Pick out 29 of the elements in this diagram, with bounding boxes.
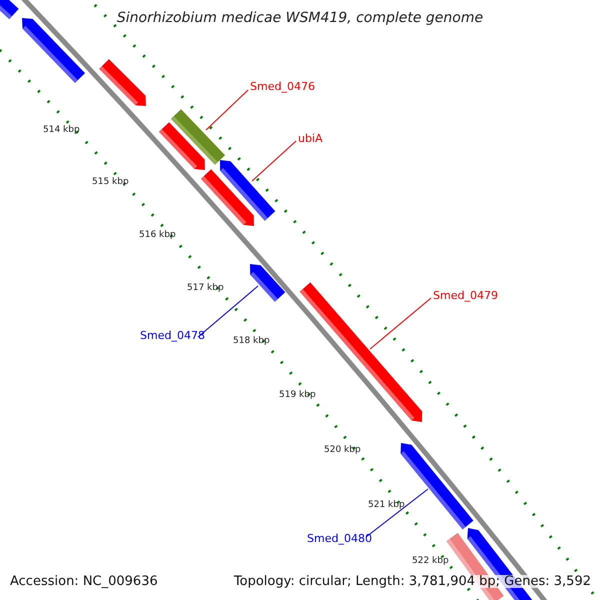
gene-block (250, 264, 286, 302)
leader-line (206, 90, 248, 130)
footer-text: Topology: circular; Length: 3,781,904 bp; Genes: 3,592 (234, 575, 591, 588)
scale-label: 519 kbp (279, 391, 316, 400)
scale-label: 514 kbp (43, 126, 80, 135)
gene-block (22, 18, 85, 83)
scale-label: 520 kbp (324, 446, 361, 455)
gene-label: ubiA (298, 133, 323, 144)
scale-label: 517 kbp (187, 284, 224, 293)
leader-line (198, 286, 258, 338)
gene-block (0, 0, 19, 20)
footer-text: Accession: NC_009636 (10, 575, 158, 588)
title: Sinorhizobium medicae WSM419, complete genome (116, 10, 484, 26)
scale-label: 516 kbp (139, 231, 176, 240)
gene-label: Smed_0478 (140, 330, 205, 341)
gene-label: Smed_0479 (433, 290, 498, 301)
scale-label: 515 kbp (92, 178, 129, 187)
scale-label: 518 kbp (233, 337, 270, 346)
leader-line (252, 140, 296, 182)
leader-line (370, 298, 432, 350)
scale-label: 521 kbp (368, 501, 405, 510)
gene-label: Smed_0476 (250, 81, 315, 92)
leader-line (366, 488, 428, 538)
gene-block (200, 169, 254, 226)
gene-block (99, 59, 146, 106)
gene-block (300, 282, 422, 422)
gene-block (158, 122, 205, 170)
gene-label: Smed_0480 (307, 533, 372, 544)
scale-label: 522 kbp (412, 557, 449, 566)
